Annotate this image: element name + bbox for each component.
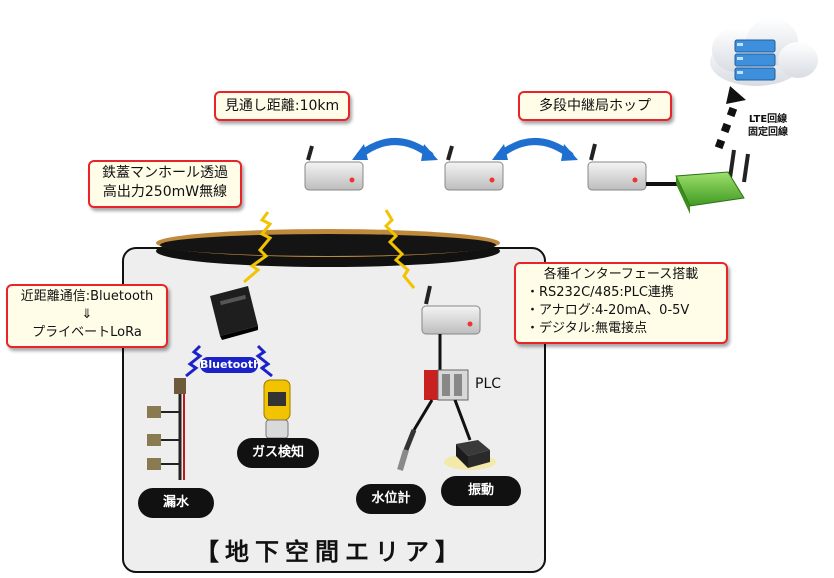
lte-label: LTE回線 固定回線 xyxy=(748,113,788,139)
bluetooth-badge: Bluetooth xyxy=(200,357,261,373)
lora-node-icon xyxy=(210,286,258,340)
manhole-lid-icon xyxy=(156,229,500,267)
underground-area xyxy=(122,247,546,573)
callout-interfaces-item-3: ・デジタル:無電接点 xyxy=(526,321,648,336)
cloud-server-icon xyxy=(710,18,818,86)
callout-line-of-sight-text: 見通し距離:10km xyxy=(224,98,340,114)
bt-zigzag-left xyxy=(185,344,203,378)
callout-manhole: 鉄蓋マンホール透過 高出力250mW無線 xyxy=(88,160,242,208)
callout-manhole-line1: 鉄蓋マンホール透過 xyxy=(102,165,228,181)
field-device-icon xyxy=(421,285,481,335)
callout-multihop-text: 多段中継局ホップ xyxy=(539,98,651,114)
callout-short-range-line3: プライベートLoRa xyxy=(32,325,142,340)
sensor-leak-label: 漏水 xyxy=(138,488,214,518)
callout-interfaces-item-2: ・アナログ:4-20mA、0-5V xyxy=(526,303,690,318)
vibration-sensor-icon xyxy=(444,440,496,470)
signal-zigzag-right xyxy=(383,209,416,289)
lte-label-line2: 固定回線 xyxy=(748,127,788,138)
sensor-water-level-label: 水位計 xyxy=(356,484,426,514)
relay-device-3-icon xyxy=(587,143,647,191)
callout-short-range: 近距離通信:Bluetooth ⇓ プライベートLoRa xyxy=(6,284,168,348)
plc-icon xyxy=(424,369,469,401)
link-arrow-left xyxy=(356,138,434,159)
uplink-arrow xyxy=(714,86,746,150)
area-title: 【地下空間エリア】 xyxy=(195,537,465,566)
leak-sensor-icon xyxy=(147,378,186,480)
callout-manhole-line2: 高出力250mW無線 xyxy=(102,184,228,200)
relay-device-1-icon xyxy=(304,145,364,191)
callout-interfaces: 各種インターフェース搭載 ・RS232C/485:PLC連携 ・アナログ:4-2… xyxy=(514,262,728,344)
sensor-gas-label: ガス検知 xyxy=(237,438,319,468)
signal-zigzag-left xyxy=(243,211,273,284)
relay-device-2-icon xyxy=(444,145,504,191)
water-level-probe-icon xyxy=(397,429,417,471)
plc-label: PLC xyxy=(475,376,502,392)
callout-short-range-line1: 近距離通信:Bluetooth xyxy=(20,289,154,304)
link-arrow-right xyxy=(496,138,574,159)
lte-label-line1: LTE回線 xyxy=(748,114,788,125)
callout-line-of-sight: 見通し距離:10km xyxy=(214,91,350,121)
callout-interfaces-item-1: ・RS232C/485:PLC連携 xyxy=(526,285,674,300)
callout-short-range-arrow: ⇓ xyxy=(81,307,93,322)
callout-multihop: 多段中継局ホップ xyxy=(518,91,672,121)
gas-detector-icon xyxy=(263,379,291,439)
lte-gateway-icon xyxy=(675,149,750,214)
bt-zigzag-right xyxy=(255,344,273,378)
callout-interfaces-title: 各種インターフェース搭載 xyxy=(543,267,699,282)
sensor-vibration-label: 振動 xyxy=(441,476,521,506)
